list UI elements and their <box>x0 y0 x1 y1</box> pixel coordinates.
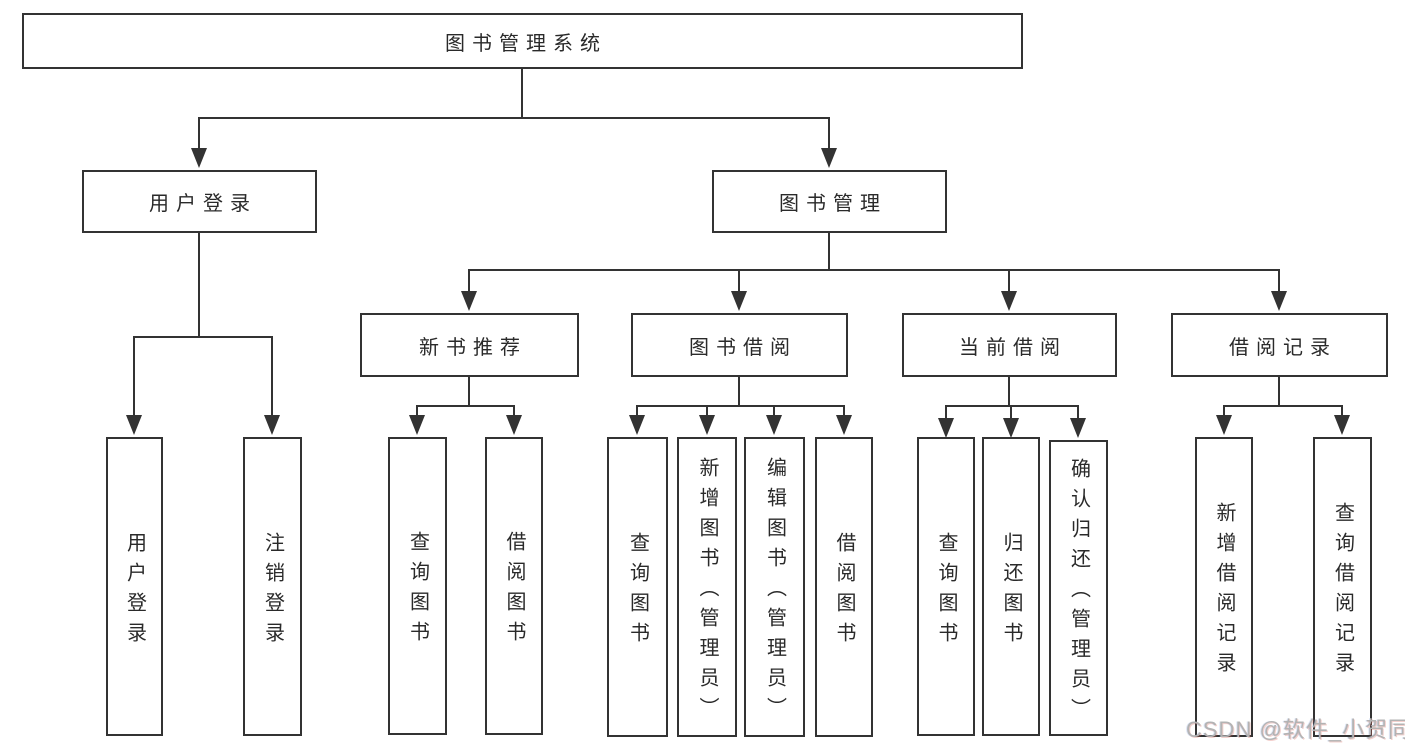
connector-line <box>416 405 515 407</box>
arrowhead-down-icon <box>126 415 142 435</box>
connector-line <box>773 406 775 417</box>
node-label: 新增图书（管理员） <box>696 457 718 727</box>
arrowhead-down-icon <box>461 291 477 311</box>
node-label: 确认归还（管理员） <box>1067 458 1090 728</box>
arrowhead-down-icon <box>1001 291 1017 311</box>
connector-line <box>1341 406 1343 417</box>
connector-line <box>706 406 708 417</box>
connector-line <box>828 233 830 271</box>
arrowhead-down-icon <box>1271 291 1287 311</box>
connector-line <box>198 118 200 150</box>
connector-line <box>198 233 200 338</box>
node-label: 注销登录 <box>261 531 284 652</box>
arrowhead-down-icon <box>1070 418 1086 438</box>
connector-line <box>1223 406 1225 417</box>
connector-line <box>198 117 830 119</box>
leaf-box-logout: 注销登录 <box>243 437 302 736</box>
arrowhead-down-icon <box>506 415 522 435</box>
arrowhead-down-icon <box>1003 418 1019 438</box>
node-label: 归还图书 <box>1000 531 1022 652</box>
node-label: 新书推荐 <box>419 336 527 359</box>
arrowhead-down-icon <box>938 418 954 438</box>
connector-line <box>843 406 845 417</box>
connector-line <box>636 405 845 407</box>
connector-line <box>468 270 470 293</box>
arrowhead-down-icon <box>629 415 645 435</box>
leaf-box-add-borrow-record: 新增借阅记录 <box>1195 437 1253 737</box>
arrowhead-down-icon <box>766 415 782 435</box>
connector-line <box>468 377 470 407</box>
connector-line <box>828 118 830 150</box>
connector-line <box>945 406 947 420</box>
leaf-box-user-login: 用户登录 <box>106 437 163 736</box>
leaf-box-borrow-books: 借阅图书 <box>815 437 873 737</box>
node-label: 当前借阅 <box>959 336 1067 359</box>
connector-line <box>1278 270 1280 293</box>
connector-line <box>1010 406 1012 420</box>
watermark: CSDN @软件_小贺同学 <box>1186 717 1405 742</box>
connector-line <box>416 406 418 417</box>
node-label: 图书管理 <box>779 193 887 215</box>
node-box-user-login: 用户登录 <box>82 170 317 233</box>
connector-line <box>513 406 515 417</box>
arrowhead-down-icon <box>409 415 425 435</box>
leaf-box-borrow-query-books: 查询图书 <box>607 437 668 737</box>
node-box-borrow-records: 借阅记录 <box>1171 313 1388 377</box>
leaf-box-add-books-admin: 新增图书（管理员） <box>677 437 737 737</box>
arrowhead-down-icon <box>836 415 852 435</box>
connector-line <box>133 337 135 417</box>
node-label: 图书管理系统 <box>445 32 607 55</box>
connector-line <box>1278 377 1280 407</box>
node-label: 查询图书 <box>935 531 957 652</box>
leaf-box-current-query-books: 查询图书 <box>917 437 975 736</box>
node-label: 借阅记录 <box>1229 336 1337 359</box>
node-label: 用户登录 <box>149 193 257 215</box>
arrowhead-down-icon <box>1334 415 1350 435</box>
connector-line <box>133 336 273 338</box>
connector-line <box>1008 377 1010 407</box>
arrowhead-down-icon <box>699 415 715 435</box>
connector-line <box>1077 406 1079 420</box>
connector-line <box>468 269 1280 271</box>
connector-line <box>636 406 638 417</box>
connector-line <box>521 69 523 119</box>
arrowhead-down-icon <box>821 148 837 168</box>
connector-line <box>738 270 740 293</box>
leaf-box-query-borrow-record: 查询借阅记录 <box>1313 437 1372 737</box>
node-label: 查询图书 <box>626 532 649 652</box>
node-label: 编辑图书（管理员） <box>763 457 786 727</box>
leaf-box-rec-query-books: 查询图书 <box>388 437 447 735</box>
arrowhead-down-icon <box>191 148 207 168</box>
leaf-box-edit-books-admin: 编辑图书（管理员） <box>744 437 805 737</box>
connector-line <box>1223 405 1343 407</box>
connector-line <box>945 405 1079 407</box>
node-label: 查询图书 <box>406 531 429 651</box>
node-label: 图书借阅 <box>689 336 797 359</box>
connector-line <box>738 377 740 407</box>
node-label: 查询借阅记录 <box>1331 502 1354 682</box>
connector-line <box>1008 270 1010 293</box>
arrowhead-down-icon <box>1216 415 1232 435</box>
node-box-root: 图书管理系统 <box>22 13 1023 69</box>
node-label: 借阅图书 <box>833 532 855 652</box>
leaf-box-confirm-return-admin: 确认归还（管理员） <box>1049 440 1108 736</box>
node-box-current-borrow: 当前借阅 <box>902 313 1117 377</box>
arrowhead-down-icon <box>264 415 280 435</box>
leaf-box-return-books: 归还图书 <box>982 437 1040 736</box>
node-label: 新增借阅记录 <box>1213 502 1235 682</box>
leaf-box-rec-borrow-books: 借阅图书 <box>485 437 543 735</box>
node-box-book-mgmt: 图书管理 <box>712 170 947 233</box>
arrowhead-down-icon <box>731 291 747 311</box>
connector-line <box>271 337 273 417</box>
node-label: 用户登录 <box>123 531 146 652</box>
node-box-new-book-rec: 新书推荐 <box>360 313 579 377</box>
node-label: 借阅图书 <box>503 531 525 651</box>
node-box-book-borrow: 图书借阅 <box>631 313 848 377</box>
